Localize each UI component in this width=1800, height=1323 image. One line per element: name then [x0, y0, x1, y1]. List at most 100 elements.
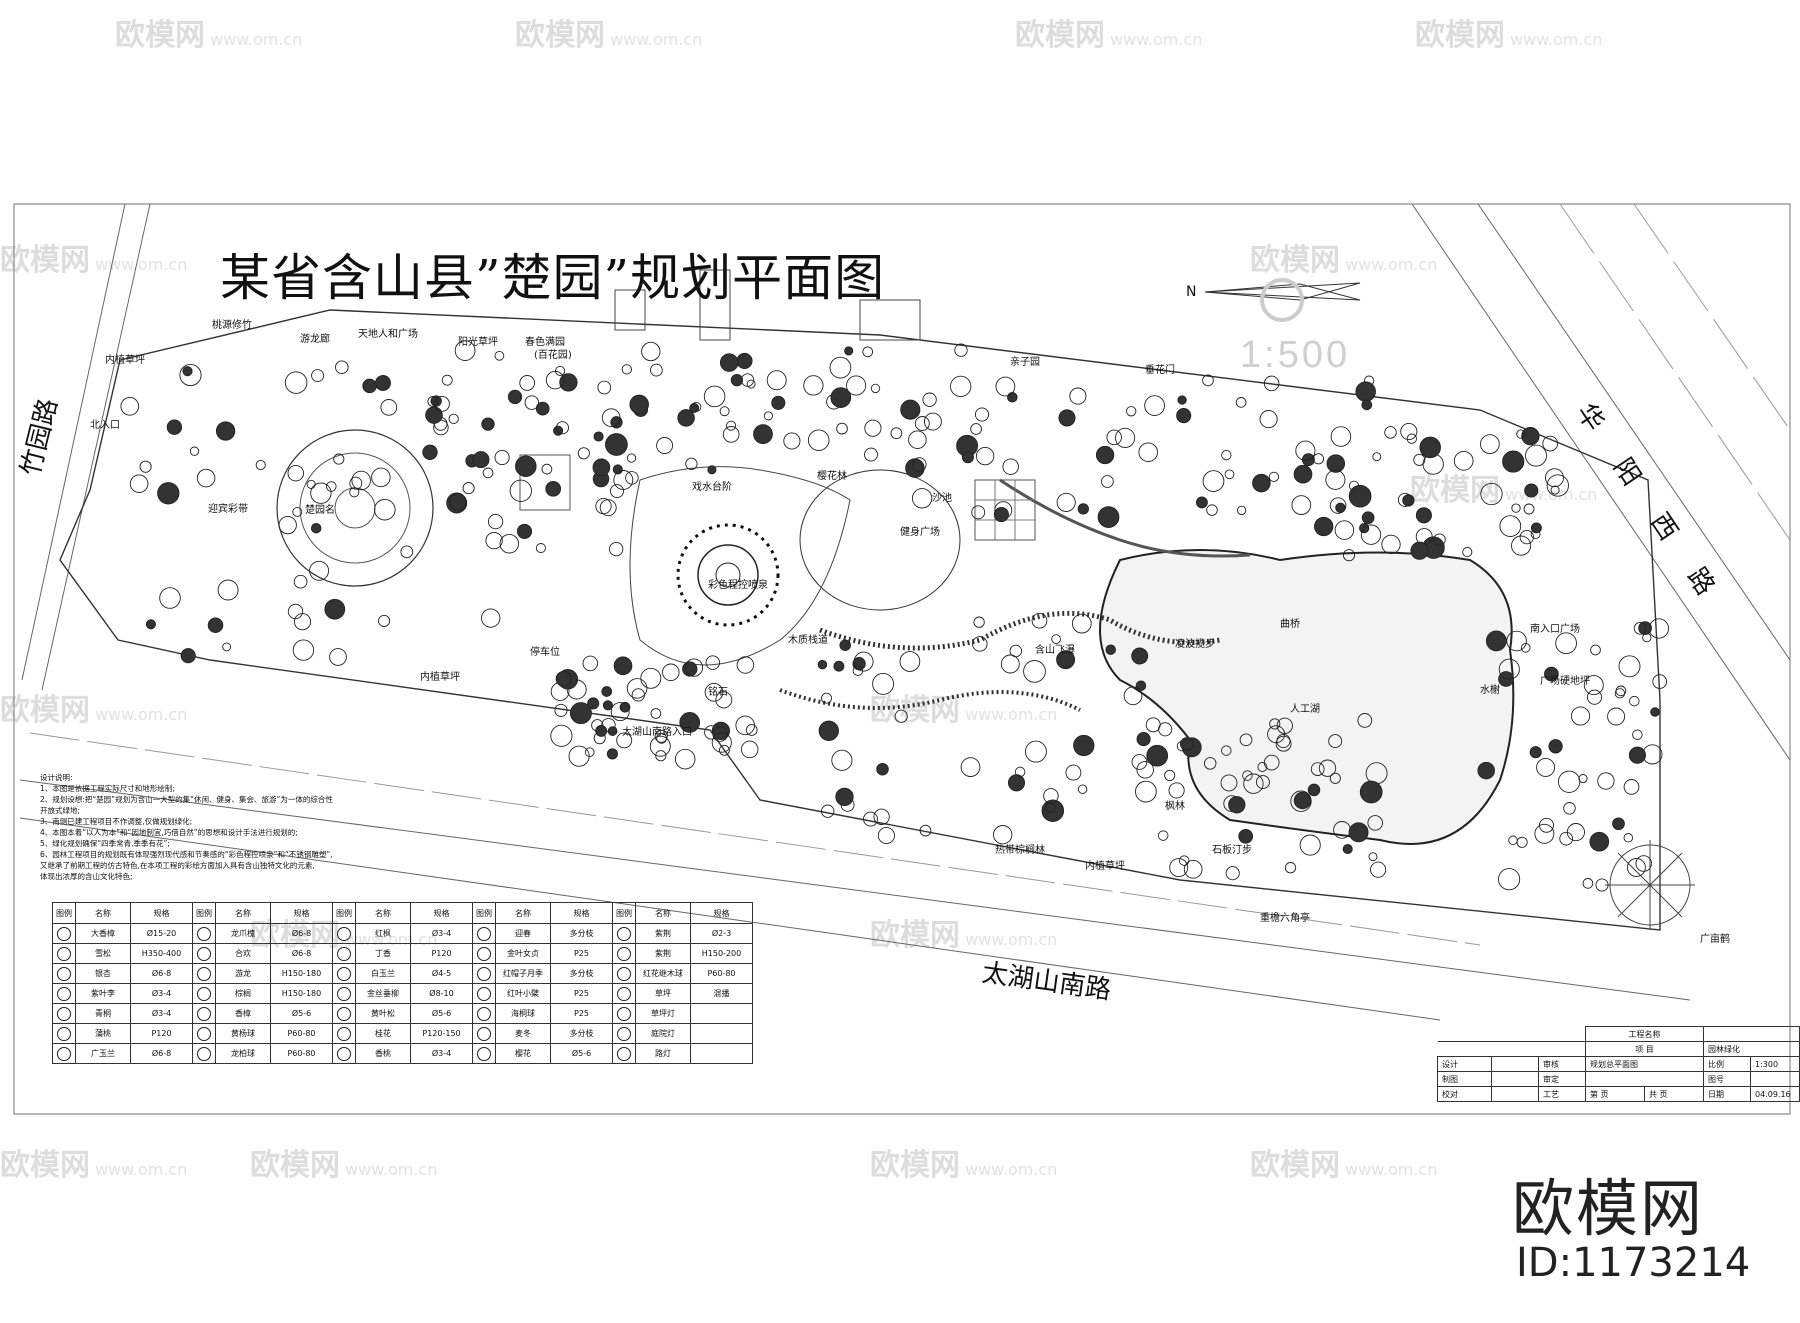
notes-line-0: 1、本图是依据工程实际尺寸和地形绘制; — [40, 784, 175, 793]
tree-canopy-icon — [555, 670, 572, 687]
tree-canopy-icon — [1410, 541, 1429, 560]
tree-canopy-icon — [550, 724, 573, 747]
tree-canopy-icon — [1242, 770, 1253, 781]
tree-canopy-icon — [284, 371, 308, 394]
tree-canopy-icon — [1650, 707, 1660, 717]
tree-canopy-icon — [960, 757, 981, 777]
tree-canopy-icon — [374, 498, 396, 521]
plant-symbol-icon — [197, 946, 211, 961]
tree-canopies — [120, 340, 1670, 892]
tree-canopy-icon — [215, 421, 236, 441]
tree-canopy-icon — [972, 636, 988, 652]
tree-canopy-icon — [954, 343, 968, 357]
plan-label-12: 戏水台阶 — [692, 482, 732, 493]
tree-canopy-icon — [908, 430, 927, 449]
tree-canopy-icon — [1485, 630, 1507, 652]
tree-canopy-icon — [1529, 746, 1542, 759]
plant-symbol-icon — [57, 1006, 71, 1021]
tree-canopy-icon — [735, 715, 755, 736]
tree-canopy-icon — [872, 672, 895, 695]
tree-canopy-icon — [1275, 735, 1292, 752]
plant-symbol-icon — [477, 946, 491, 961]
tree-canopy-icon — [1590, 644, 1601, 656]
watermark-8: 欧模网 www.om.cn — [870, 693, 1058, 728]
tree-canopy-icon — [1652, 674, 1668, 689]
legend-name: 黄杨球 — [215, 1023, 271, 1044]
tree-canopy-icon — [1177, 395, 1187, 405]
project-name-label: 工程名称 — [1585, 1026, 1704, 1042]
tree-canopy-icon — [1228, 796, 1246, 814]
plant-symbol-icon — [617, 926, 631, 941]
tree-canopy-icon — [685, 457, 698, 470]
tree-canopy-icon — [255, 459, 266, 471]
tree-canopy-icon — [1263, 375, 1280, 392]
tree-canopy-icon — [631, 688, 645, 702]
plan-label-20: 含山飞瀑 — [1035, 645, 1075, 656]
tree-canopy-icon — [711, 732, 732, 753]
tree-canopy-icon — [462, 482, 475, 495]
tree-canopy-icon — [1635, 855, 1652, 872]
tree-canopy-icon — [371, 467, 391, 488]
tree-canopy-icon — [145, 619, 156, 630]
tree-canopy-icon — [1225, 866, 1240, 881]
plan-label-26: 人工湖 — [1290, 704, 1320, 715]
tree-canopy-icon — [292, 639, 315, 661]
tree-canopy-icon — [1400, 422, 1418, 441]
building-block-1 — [614, 289, 646, 331]
tree-canopy-icon — [1629, 695, 1640, 707]
tree-canopy-icon — [1195, 496, 1208, 509]
tree-canopy-icon — [487, 513, 504, 530]
tree-canopy-icon — [1595, 878, 1609, 892]
legend-spec — [690, 1043, 753, 1064]
tree-canopy-icon — [499, 533, 520, 554]
plan-label-24: 水榭 — [1480, 685, 1500, 696]
tree-canopy-icon — [1056, 492, 1076, 512]
tree-canopy-icon — [719, 353, 739, 372]
tree-canopy-icon — [1566, 823, 1585, 842]
tree-canopy-icon — [722, 426, 740, 443]
legend-name: 海桐球 — [495, 1003, 551, 1024]
plant-symbol-icon — [57, 1026, 71, 1041]
tree-canopy-icon — [535, 401, 550, 416]
north-arrow — [1204, 278, 1361, 322]
approve-label: 审定 — [1538, 1071, 1586, 1087]
watermark-11: 欧模网 www.om.cn — [0, 1148, 188, 1183]
tree-canopy-icon — [448, 413, 459, 425]
tree-canopy-icon — [914, 416, 930, 431]
legend-spec: Ø6-8 — [130, 963, 193, 984]
tree-canopy-icon — [1506, 630, 1527, 652]
legend-spec: P120 — [130, 1023, 193, 1044]
notes-line-5: 5、绿化规划确保“四季常青,季季有花”; — [40, 839, 170, 848]
tree-canopy-icon — [1384, 426, 1397, 439]
tree-canopy-icon — [1115, 427, 1136, 448]
tree-canopy-icon — [621, 364, 632, 375]
tree-canopy-icon — [818, 720, 839, 741]
tree-canopy-icon — [159, 587, 181, 609]
plan-label-31: 重檐六角亭 — [1260, 913, 1310, 924]
legend-spec: Ø6-8 — [270, 943, 333, 964]
plan-label-32: 广亩鹤 — [1700, 934, 1730, 945]
tree-canopy-icon — [1146, 744, 1169, 767]
legend-name: 红帽子月季 — [495, 963, 551, 984]
notes-line-8: 体现出浓厚的含山文化特色; — [40, 872, 133, 881]
tree-canopy-icon — [375, 375, 391, 391]
tree-canopy-icon — [1516, 429, 1526, 439]
tree-canopy-icon — [654, 729, 668, 743]
sunny-lawn-grid — [519, 454, 571, 511]
legend-spec: P25 — [550, 1003, 613, 1024]
proof-label: 校对 — [1437, 1086, 1492, 1102]
tree-canopy-icon — [427, 396, 439, 407]
tree-canopy-icon — [1168, 782, 1185, 799]
plant-symbol-icon — [337, 986, 351, 1001]
tree-canopy-icon — [1065, 764, 1082, 781]
tree-canopy-icon — [1334, 520, 1355, 540]
legend-name: 大香樟 — [75, 923, 131, 944]
plant-symbol-icon — [337, 946, 351, 961]
fountain-ring — [676, 523, 780, 627]
tree-canopy-icon — [974, 407, 990, 422]
tree-canopy-icon — [712, 726, 728, 742]
item-value: 园林绿化 — [1703, 1041, 1800, 1057]
tree-canopy-icon — [1370, 861, 1387, 878]
